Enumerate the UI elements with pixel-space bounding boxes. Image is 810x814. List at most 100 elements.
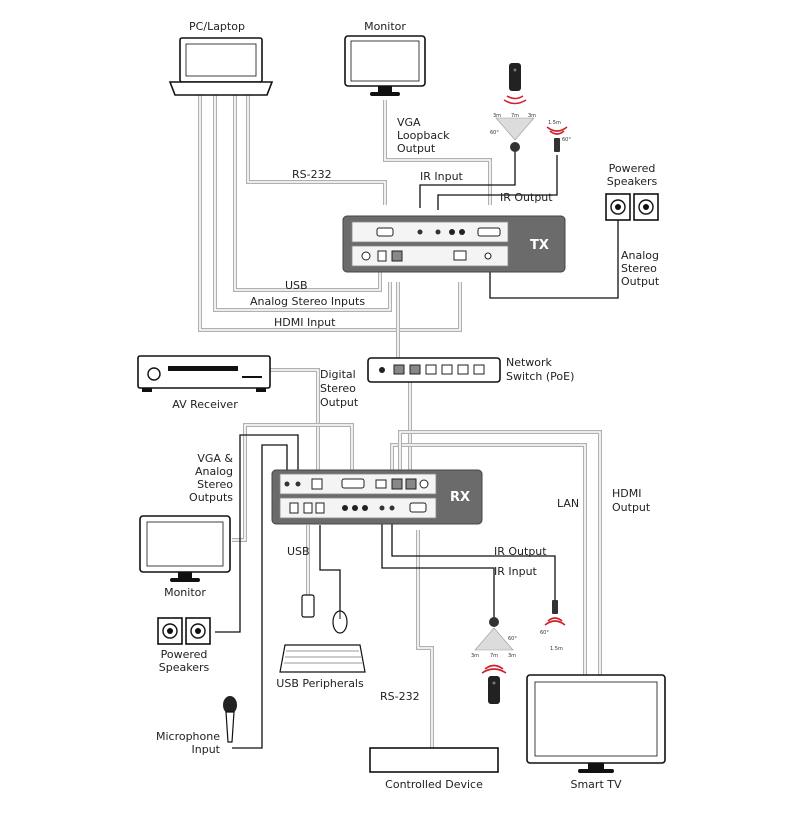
svg-text:Speakers: Speakers	[607, 175, 658, 188]
analog-stereo-inputs-label: Analog Stereo Inputs	[250, 295, 365, 308]
ir-receiver-bottom-eye-icon	[489, 617, 499, 627]
svg-text:VGA: VGA	[397, 116, 421, 129]
remote-control-icon	[509, 63, 521, 91]
analog-output-cable	[489, 220, 619, 299]
svg-text:Output: Output	[397, 142, 436, 155]
rs232-top-label: RS-232	[292, 168, 332, 181]
controlled-device: Controlled Device	[369, 747, 499, 791]
ir-input-cable-rx	[381, 518, 495, 620]
network-switch-label-1: Network	[506, 356, 553, 369]
svg-text:Stereo: Stereo	[621, 262, 657, 275]
svg-text:Analog: Analog	[621, 249, 659, 262]
usb-cable-rx-2	[319, 525, 341, 612]
ir-emitter-icon	[554, 138, 560, 152]
usb-top-label: USB	[285, 279, 308, 292]
ir-output-cable-rx	[391, 518, 556, 600]
svg-text:1.5m: 1.5m	[550, 646, 563, 652]
svg-text:Outputs: Outputs	[189, 491, 233, 504]
powered-speakers-top: Powered Speakers	[605, 162, 659, 221]
ir-output-bottom-label: IR Output	[494, 545, 547, 558]
svg-text:3m: 3m	[493, 113, 501, 119]
monitor-bottom-label: Monitor	[164, 586, 206, 599]
cables-rx	[215, 368, 602, 749]
av-receiver-body	[137, 355, 271, 389]
monitor-top: Monitor	[344, 20, 426, 96]
rx-lan-port	[391, 478, 403, 490]
tx-rs232-port	[376, 227, 394, 237]
ir-input-top-label: IR Input	[420, 170, 464, 183]
tx-rear-panel	[351, 245, 509, 267]
cables-tx	[198, 95, 619, 368]
tx-vga-port	[477, 227, 501, 237]
ir-receiver-eye-icon	[510, 142, 520, 152]
digital-stereo-cable	[270, 368, 320, 470]
microphone-cable	[232, 444, 288, 749]
tx-usb-port	[377, 250, 387, 262]
speaker-left-icon	[605, 193, 631, 221]
tx-front-panel	[351, 221, 509, 243]
usb-bottom-label: USB	[287, 545, 310, 558]
ir-receiver-top: 3m 7m 3m 60° 1.5m 60°	[490, 63, 571, 152]
svg-text:Loopback: Loopback	[397, 129, 450, 142]
remote-control-bottom-icon	[488, 676, 500, 704]
svg-text:3m: 3m	[508, 653, 516, 659]
svg-text:Powered: Powered	[161, 648, 208, 661]
usb-plug-icon	[301, 594, 315, 618]
svg-text:Stereo: Stereo	[197, 478, 233, 491]
svg-text:3m: 3m	[528, 113, 536, 119]
analog-out-cable	[215, 434, 299, 633]
monitor-top-label: Monitor	[364, 20, 406, 33]
svg-text:60°: 60°	[562, 137, 571, 143]
rx-usb-port-1	[303, 502, 313, 514]
lan-label: LAN	[557, 497, 579, 510]
svg-text:Digital: Digital	[320, 368, 356, 381]
av-receiver-label: AV Receiver	[172, 398, 238, 411]
ir-emitter-bottom-icon	[552, 600, 558, 614]
hdmi-output-label-1: HDMI	[612, 487, 641, 500]
tx-lan-port	[391, 250, 403, 262]
ir-input-cable-tx	[419, 150, 516, 208]
smart-tv: Smart TV	[526, 674, 666, 791]
pc-laptop-label: PC/Laptop	[189, 20, 245, 33]
network-switch	[367, 357, 501, 383]
svg-text:VGA &: VGA &	[197, 452, 233, 465]
svg-text:Powered: Powered	[609, 162, 656, 175]
digital-stereo-output-label: Digital Stereo Output	[320, 368, 359, 409]
ir-coverage-cone	[495, 117, 535, 141]
analog-stereo-input-cable	[213, 95, 392, 312]
svg-text:Speakers: Speakers	[159, 661, 210, 674]
ir-output-top-label: IR Output	[500, 191, 553, 204]
ir-output-cable-tx	[437, 155, 558, 210]
analog-stereo-output-label: Analog Stereo Output	[621, 249, 660, 288]
tx-hdmi-port	[453, 250, 467, 261]
network-switch-label-2: Switch (PoE)	[506, 370, 574, 383]
rx-ir-out-port	[389, 505, 395, 511]
ir-input-bottom-label: IR Input	[494, 565, 538, 578]
powered-speakers-bottom: Powered Speakers	[157, 617, 211, 674]
svg-text:Analog: Analog	[195, 465, 233, 478]
svg-text:3m: 3m	[471, 653, 479, 659]
vga-loopback-label: VGA Loopback Output	[397, 116, 450, 155]
svg-text:Stereo: Stereo	[320, 382, 356, 395]
ir-receiver-bottom: 60° 3m 7m 3m 60° 1.5m	[471, 600, 566, 704]
rx-rs232-port	[409, 502, 427, 513]
hdmi-input-label: HDMI Input	[274, 316, 336, 329]
monitor-bottom: Monitor	[139, 515, 231, 599]
microphone: Microphone Input	[156, 696, 237, 756]
svg-text:60°: 60°	[490, 130, 499, 136]
microphone-label-2: Input	[192, 743, 221, 756]
rx-usb-port-2	[315, 502, 325, 514]
svg-text:1.5m: 1.5m	[548, 120, 561, 126]
rx-label: RX	[450, 490, 470, 505]
smart-tv-label: Smart TV	[570, 778, 621, 791]
svg-text:Output: Output	[621, 275, 660, 288]
rx-unit: RX	[271, 469, 483, 525]
rx-ir-in-port	[379, 505, 385, 511]
usb-peripherals: USB Peripherals	[276, 594, 366, 690]
av-receiver: AV Receiver	[137, 355, 271, 411]
laptop-base	[168, 81, 274, 96]
tx-label: TX	[530, 238, 549, 253]
pc-laptop: PC/Laptop	[168, 20, 274, 96]
